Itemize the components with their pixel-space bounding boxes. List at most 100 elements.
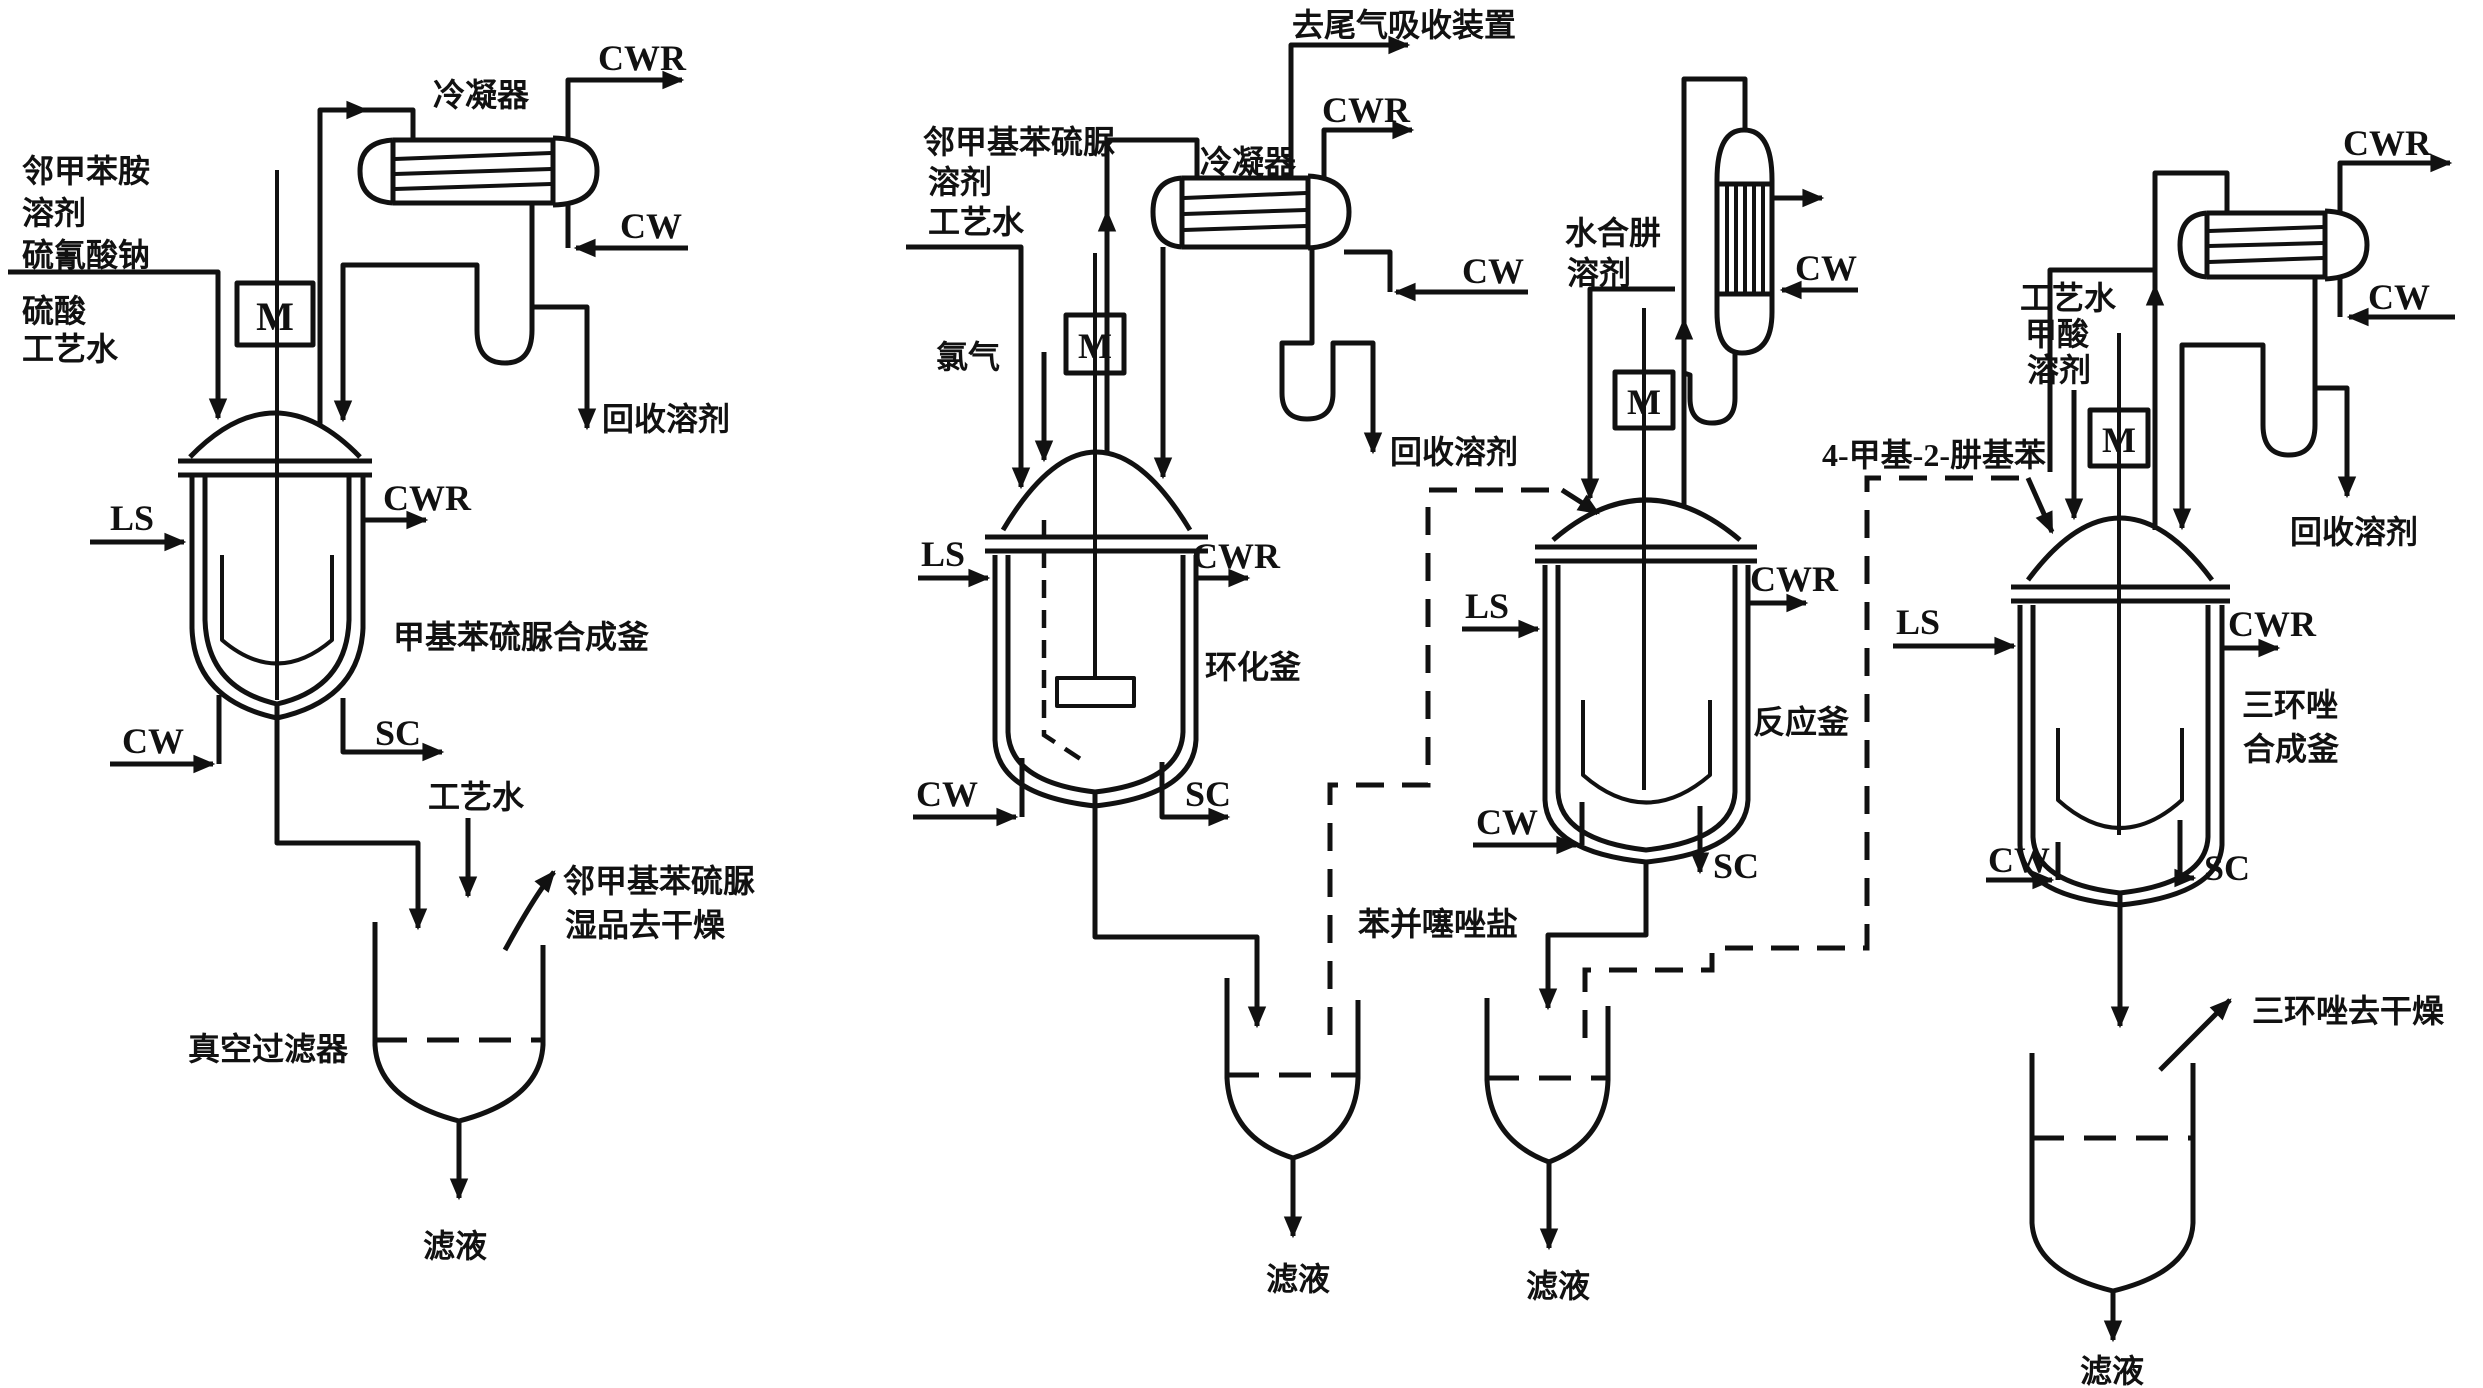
s2-salt-label: 苯并噻唑盐 xyxy=(1358,906,1518,942)
s2-cond-cw-label: CW xyxy=(1462,251,1524,291)
s4-condenser-left-head xyxy=(2177,210,2208,280)
s2-salt-transfer-line xyxy=(1327,487,1560,1035)
s3-feed-pipe xyxy=(1580,286,1675,501)
s1-recovered-solvent-label: 回收溶剂 xyxy=(602,401,730,437)
s4-anchor-agitator xyxy=(2056,728,2184,830)
s2-tail-gas-label: 去尾气吸收装置 xyxy=(1292,7,1516,43)
s2-filter-body xyxy=(1224,978,1361,1161)
s3-cw-label: CW xyxy=(1476,802,1538,842)
s1-cond-cwr-label: CWR xyxy=(598,38,687,78)
s1-feed-o-toluidine-label: 邻甲苯胺 xyxy=(22,153,150,189)
s3-product-transfer-label: 4-甲基-2-肼基苯 xyxy=(1822,437,2046,473)
s3-bottom-outlet-pipe xyxy=(1538,862,1649,1011)
s1-feed-solvent-label: 溶剂 xyxy=(22,195,86,231)
s1-reactor-flange xyxy=(178,458,372,478)
s2-salt-transfer-arrow xyxy=(1560,487,1600,516)
s2-ls-label: LS xyxy=(921,534,965,574)
section-3: 水合肼 溶剂 M CW 反应釜 LS CWR xyxy=(1462,76,2055,1304)
s3-condenser-tubes xyxy=(1725,186,1765,292)
s1-reactor-dome xyxy=(188,410,362,459)
s4-vapor-riser xyxy=(2152,170,2230,530)
s4-reactor: 三环唑 合成釜 xyxy=(2011,515,2340,908)
s1-cwr-pipe xyxy=(565,70,685,140)
s1-condenser-left-head xyxy=(357,137,394,206)
s1-wet-product-arrow xyxy=(502,870,556,952)
s1-recovered-solvent-pipe xyxy=(532,304,597,431)
s2-sc-label: SC xyxy=(1185,774,1231,814)
s1-cond-cw-label: CW xyxy=(620,206,682,246)
s3-vertical-condenser xyxy=(1714,127,1775,356)
s2-reactor-label: 环化釜 xyxy=(1205,649,1302,685)
s2-feed-process-water-label: 工艺水 xyxy=(928,204,1025,240)
s2-cw-label: CW xyxy=(916,774,978,814)
s1-filter-label: 真空过滤器 xyxy=(188,1031,349,1067)
s2-cond-cw-stub xyxy=(1344,249,1393,292)
s3-product-transfer-arrow xyxy=(2025,476,2055,535)
s1-sc-pipe xyxy=(340,698,445,762)
s2-feed-pipe xyxy=(906,244,1031,490)
s3-reactor-dome xyxy=(1551,497,1742,542)
s2-recovered-solvent-label: 回收溶剂 xyxy=(1390,434,1518,470)
s1-cw-label: CW xyxy=(122,721,184,761)
s1-condenser: 冷凝器 xyxy=(357,77,600,208)
s4-reactor-flange xyxy=(2011,584,2230,604)
s1-condenser-right-head xyxy=(552,135,600,208)
s2-condenser-right-head xyxy=(1307,173,1352,251)
s1-reflux-pipe xyxy=(333,203,535,423)
s3-ls-label: LS xyxy=(1465,586,1509,626)
s1-reactor: 甲基苯硫脲合成釜 xyxy=(178,410,650,721)
s3-cwr-label: CWR xyxy=(1750,559,1839,599)
s4-cond-cwr-pipe xyxy=(2337,153,2453,213)
s1-wet-product-label-1: 邻甲基苯硫脲 xyxy=(563,863,755,899)
s4-recovered-solvent-pipe xyxy=(2315,385,2357,499)
s3-feed-hydrazine-label: 水合肼 xyxy=(1565,215,1661,251)
s2-condenser: 冷凝器 xyxy=(1150,144,1352,251)
s2-reactor: 环化釜 xyxy=(985,449,1302,809)
s4-cond-cwr-label: CWR xyxy=(2343,123,2432,163)
s3-condensate-ubend xyxy=(1683,353,1738,426)
s2-vapor-riser xyxy=(1104,137,1200,455)
s4-reflux-pipe xyxy=(2172,277,2318,531)
s4-to-drying-label: 三环唑去干燥 xyxy=(2252,993,2445,1029)
s3-sc-label: SC xyxy=(1713,846,1759,886)
s1-feed-sulfuric-acid-label: 硫酸 xyxy=(22,293,87,329)
s1-feed-process-water-label: 工艺水 xyxy=(22,331,119,367)
s3-reactor-label: 反应釜 xyxy=(1753,704,1850,740)
s2-condenser-label: 冷凝器 xyxy=(1200,144,1297,180)
s4-filtrate-label: 滤液 xyxy=(2080,1353,2144,1388)
s2-filtrate-label: 滤液 xyxy=(1266,1261,1330,1297)
s3-cond-cw-label: CW xyxy=(1795,248,1857,288)
s4-reactor-label-1: 三环唑 xyxy=(2242,687,2338,723)
s1-condenser-tubes xyxy=(394,151,552,191)
s2-chlorine-dip-tube xyxy=(1041,520,1084,762)
s1-process-water-label: 工艺水 xyxy=(428,779,525,815)
s4-to-drying-arrow xyxy=(2158,998,2232,1072)
s1-sc-label: SC xyxy=(375,713,421,753)
s2-cwr-label: CWR xyxy=(1192,536,1281,576)
s1-cwr-label: CWR xyxy=(383,478,472,518)
s2-reactor-dome xyxy=(1000,449,1193,532)
s2-cond-cwr-pipe xyxy=(1321,120,1415,178)
s2-condenser-tubes xyxy=(1183,191,1307,232)
s3-condenser-shell xyxy=(1714,127,1775,297)
s1-feed-pipe xyxy=(8,269,228,421)
s2-chlorine-label: 氯气 xyxy=(936,339,1000,375)
s4-reactor-label-2: 合成釜 xyxy=(2243,731,2340,767)
s4-cw-label: CW xyxy=(1988,840,2050,880)
section-1: 邻甲苯胺 溶剂 硫氰酸钠 硫酸 工艺水 M 冷凝器 CWR CW 回收溶剂 xyxy=(8,38,755,1264)
s4-sc-pipe xyxy=(2174,820,2197,888)
s3-reactor-flange xyxy=(1535,544,1757,564)
s4-recovered-solvent-label: 回收溶剂 xyxy=(2290,514,2418,550)
s4-return-branch-pipe xyxy=(2047,267,2155,472)
s3-reactor-jacket xyxy=(1542,565,1751,865)
s3-condenser-tube-sheets xyxy=(1717,181,1772,297)
s2-condenser-shell xyxy=(1179,175,1311,250)
s1-ls-label: LS xyxy=(110,498,154,538)
s4-filter-body xyxy=(2029,1053,2196,1294)
s3-reactor-wall xyxy=(1555,565,1738,853)
s2-cond-cwr-label: CWR xyxy=(1322,90,1411,130)
s1-filter-body xyxy=(372,922,546,1124)
s3-filter: 滤液 xyxy=(1484,998,1611,1304)
